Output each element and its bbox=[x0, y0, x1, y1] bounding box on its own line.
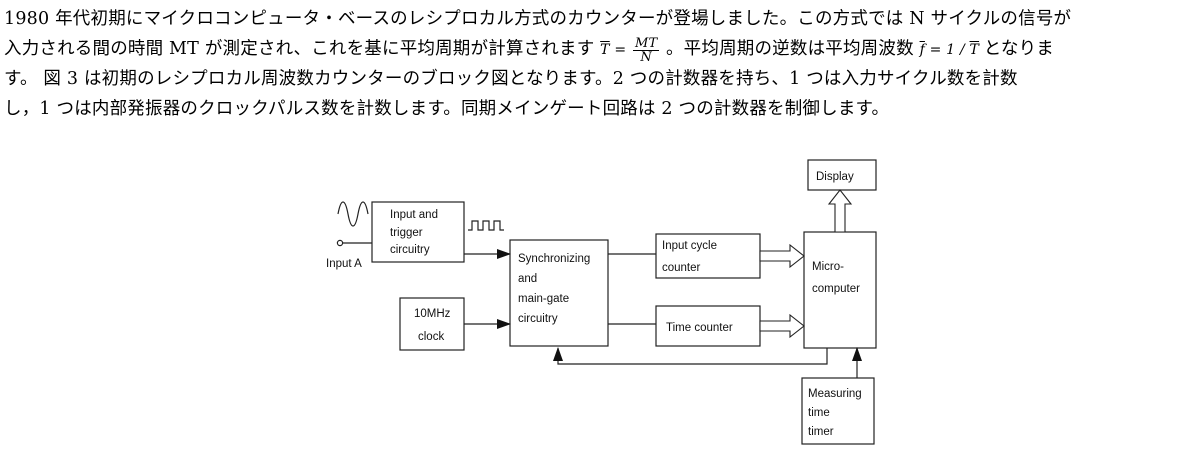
pulse-train-icon bbox=[468, 220, 504, 231]
measuring-timer-block bbox=[801, 377, 875, 445]
formula-numerator: MT bbox=[632, 35, 660, 51]
formula-period-symbol-2: T bbox=[969, 42, 980, 58]
formula-period-symbol: T bbox=[600, 42, 610, 58]
clock-block-line-1: 10MHz bbox=[414, 308, 451, 320]
sync-block-line-4: circuitry bbox=[518, 313, 558, 325]
paragraph-line-2-end: となりま bbox=[983, 39, 1054, 59]
formula-frequency-symbol: f bbox=[919, 42, 925, 58]
paragraph-line-3: す。 図 3 は初期のレシプロカル周波数カウンターのブロック図となります。2 つ… bbox=[4, 69, 1018, 89]
input-terminal-icon bbox=[336, 239, 344, 247]
micro-block-line-2: computer bbox=[812, 283, 860, 295]
average-frequency-formula: f = 1 / T bbox=[920, 42, 984, 58]
input-a-label: Input A bbox=[326, 258, 362, 270]
sync-block-line-2: and bbox=[518, 273, 537, 285]
sync-gate-block bbox=[509, 239, 609, 347]
display-label: Display bbox=[816, 171, 854, 183]
formula-denominator: N bbox=[640, 49, 652, 65]
timer-block-line-2: time bbox=[808, 407, 830, 419]
body-paragraph: 1980 年代初期にマイクロコンピュータ・ベースのレシプロカル方式のカウンターが… bbox=[4, 4, 1196, 124]
input-counter-line-1: Input cycle bbox=[662, 240, 717, 252]
sync-block-line-3: main-gate bbox=[518, 293, 569, 305]
timer-block-line-1: Measuring bbox=[808, 388, 862, 400]
micro-block-line-1: Micro- bbox=[812, 261, 844, 273]
sync-block-line-1: Synchronizing bbox=[518, 253, 590, 265]
block-diagram: Input A Input and trigger circuitry 10MH… bbox=[300, 152, 900, 462]
input-counter-line-2: counter bbox=[662, 262, 701, 274]
trigger-block-line-1: Input and bbox=[390, 209, 438, 221]
trigger-block-line-2: trigger bbox=[390, 227, 423, 239]
clock-block-line-2: clock bbox=[418, 331, 444, 343]
time-counter-label: Time counter bbox=[666, 322, 733, 334]
micro-to-display-arrow bbox=[827, 189, 853, 233]
paragraph-line-2-middle: 。平均周期の逆数は平均周波数 bbox=[665, 39, 914, 59]
input-counter-to-micro-arrow bbox=[759, 243, 805, 269]
trigger-block-line-3: circuitry bbox=[390, 244, 430, 256]
formula-equals: = bbox=[609, 42, 631, 58]
sine-wave-icon bbox=[337, 201, 369, 227]
micro-to-sync-feedback-line bbox=[553, 347, 828, 365]
time-counter-to-micro-arrow bbox=[759, 313, 805, 339]
paragraph-line-2: 入力される間の時間 MT が測定され、これを基に平均周期が計算されます T = … bbox=[4, 34, 1196, 64]
paragraph-line-1: 1980 年代初期にマイクロコンピュータ・ベースのレシプロカル方式のカウンターが… bbox=[4, 9, 1072, 29]
trigger-circuitry-block bbox=[371, 201, 465, 263]
timer-block-line-3: timer bbox=[808, 426, 834, 438]
display-block bbox=[807, 159, 877, 191]
paragraph-line-4: し，1 つは内部発振器のクロックパルス数を計数します。同期メインゲート回路は 2… bbox=[4, 99, 890, 119]
paragraph-line-2-start: 入力される間の時間 MT が測定され、これを基に平均周期が計算されます bbox=[4, 39, 595, 59]
formula-reciprocal: = 1 / bbox=[924, 42, 970, 58]
